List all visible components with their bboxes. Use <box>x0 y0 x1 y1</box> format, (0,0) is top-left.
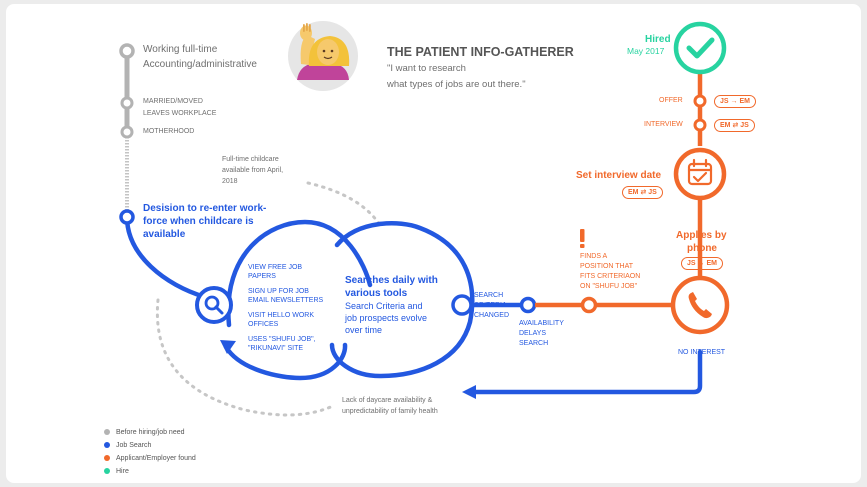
legend-swatch-gray <box>104 429 110 435</box>
offer-label: OFFER <box>659 97 683 104</box>
interview-dot <box>693 118 707 132</box>
milestone-motherhood-dot <box>120 125 134 139</box>
availability-line-2: DELAYS <box>519 330 547 337</box>
finds-line-2: POSITION THAT <box>580 263 634 270</box>
childcare-dotted-arc <box>306 181 382 227</box>
criteria-line-1: SEARCH <box>474 292 504 299</box>
decision-line-1: Desision to re-enter work- <box>143 203 267 214</box>
legend-swatch-blue <box>104 442 110 448</box>
criteria-line-2: CRITERIA <box>474 302 507 309</box>
childcare-line-3: 2018 <box>222 178 238 185</box>
search-heading-line-1: Searches daily with <box>345 275 438 286</box>
tool-4-line-2: "RIKUNAVI" SITE <box>248 345 304 352</box>
return-arrow-head <box>462 385 476 399</box>
availability-line-1: AVAILABILITY <box>519 320 564 327</box>
checkmark-icon <box>686 37 715 59</box>
working-subtitle: Accounting/administrative <box>143 59 257 70</box>
childcare-line-1: Full-time childcare <box>222 156 279 163</box>
lack-dotted-arc <box>155 298 337 417</box>
availability-dot <box>519 296 537 314</box>
milestone-married-dot <box>120 96 134 110</box>
search-body-line-2: job prospects evolve <box>345 313 428 323</box>
gray-timeline <box>119 43 135 210</box>
legend-swatch-orange <box>104 455 110 461</box>
search-hub <box>195 286 233 324</box>
availability-line-3: SEARCH <box>519 340 549 347</box>
phone-hub <box>670 275 730 335</box>
orange-applicant-path <box>535 72 703 308</box>
search-body-line-3: over time <box>345 325 383 335</box>
legend-item-job-search: Job Search <box>104 442 151 449</box>
legend-label: Applicant/Employer found <box>116 455 196 462</box>
interview-date-pill: EM ⇄ JS <box>622 186 663 199</box>
person-raising-hand-icon <box>297 23 350 80</box>
legend-item-hire: Hire <box>104 468 129 475</box>
phone-icon <box>688 292 712 319</box>
milestone-working-dot <box>119 43 135 59</box>
persona-quote-line-2: what types of jobs are out there." <box>387 79 526 90</box>
tool-2-line-1: SIGN UP FOR JOB <box>248 288 309 295</box>
tool-3-line-2: OFFICES <box>248 321 279 328</box>
interview-pill: EM ⇄ JS <box>714 119 755 132</box>
decision-line-3: available <box>143 229 186 240</box>
applies-pill: JS → EM <box>681 257 723 270</box>
calendar-icon <box>687 158 713 186</box>
interview-date-label: Set interview date <box>576 170 662 181</box>
search-heading-line-2: various tools <box>345 288 408 299</box>
married-title: MARRIED/MOVED <box>143 98 203 105</box>
avatar <box>288 21 358 91</box>
applies-line-1: Applies by <box>676 230 727 241</box>
tool-3-line-1: VISIT HELLO WORK <box>248 312 314 319</box>
search-body-line-1: Search Criteria and <box>345 301 423 311</box>
journey-card <box>6 4 861 483</box>
working-title: Working full-time <box>143 44 218 55</box>
criteria-dot <box>451 294 473 316</box>
hired-hub <box>673 21 727 75</box>
lack-line-2: unpredictability of family health <box>342 408 438 415</box>
finds-line-3: FITS CRITERIAON <box>580 273 641 280</box>
legend-label: Hire <box>116 468 129 475</box>
legend-swatch-green <box>104 468 110 474</box>
persona-quote-line-1: "I want to research <box>387 63 466 74</box>
tool-1-line-2: PAPERS <box>248 273 276 280</box>
no-interest-label: NO INTEREST <box>678 349 726 356</box>
interview-label: INTERVIEW <box>644 121 683 128</box>
finds-line-1: FINDS A <box>580 253 608 260</box>
offer-pill: JS → EM <box>714 95 756 108</box>
finds-line-4: ON "SHUFU JOB" <box>580 283 638 290</box>
persona-title: THE PATIENT INFO-GATHERER <box>387 45 574 59</box>
finds-position-dot <box>580 296 598 314</box>
blue-search-path <box>124 214 703 395</box>
tool-4-line-1: USES "SHUFU JOB", <box>248 336 316 343</box>
lack-line-1: Lack of daycare availability & <box>342 397 433 404</box>
married-subtitle: LEAVES WORKPLACE <box>143 110 217 117</box>
decision-dot <box>119 209 135 225</box>
exclamation-icon <box>580 229 585 248</box>
legend-item-before-hiring: Before hiring/job need <box>104 429 185 436</box>
tool-2-line-2: EMAIL NEWSLETTERS <box>248 297 324 304</box>
decision-line-2: force when childcare is <box>143 216 254 227</box>
offer-dot <box>693 94 707 108</box>
loop-arrow-head <box>220 340 236 354</box>
calendar-hub <box>673 147 727 201</box>
criteria-line-3: CHANGED <box>474 312 510 319</box>
hired-label: Hired <box>645 34 671 45</box>
hired-date: May 2017 <box>627 46 665 56</box>
legend-item-applicant-found: Applicant/Employer found <box>104 455 196 462</box>
legend-label: Before hiring/job need <box>116 429 185 436</box>
childcare-line-2: available from April, <box>222 167 284 174</box>
legend-label: Job Search <box>116 442 152 449</box>
tool-1-line-1: VIEW FREE JOB <box>248 264 303 271</box>
applies-line-2: phone <box>687 243 717 254</box>
motherhood-label: MOTHERHOOD <box>143 128 195 135</box>
search-icon <box>204 295 220 311</box>
